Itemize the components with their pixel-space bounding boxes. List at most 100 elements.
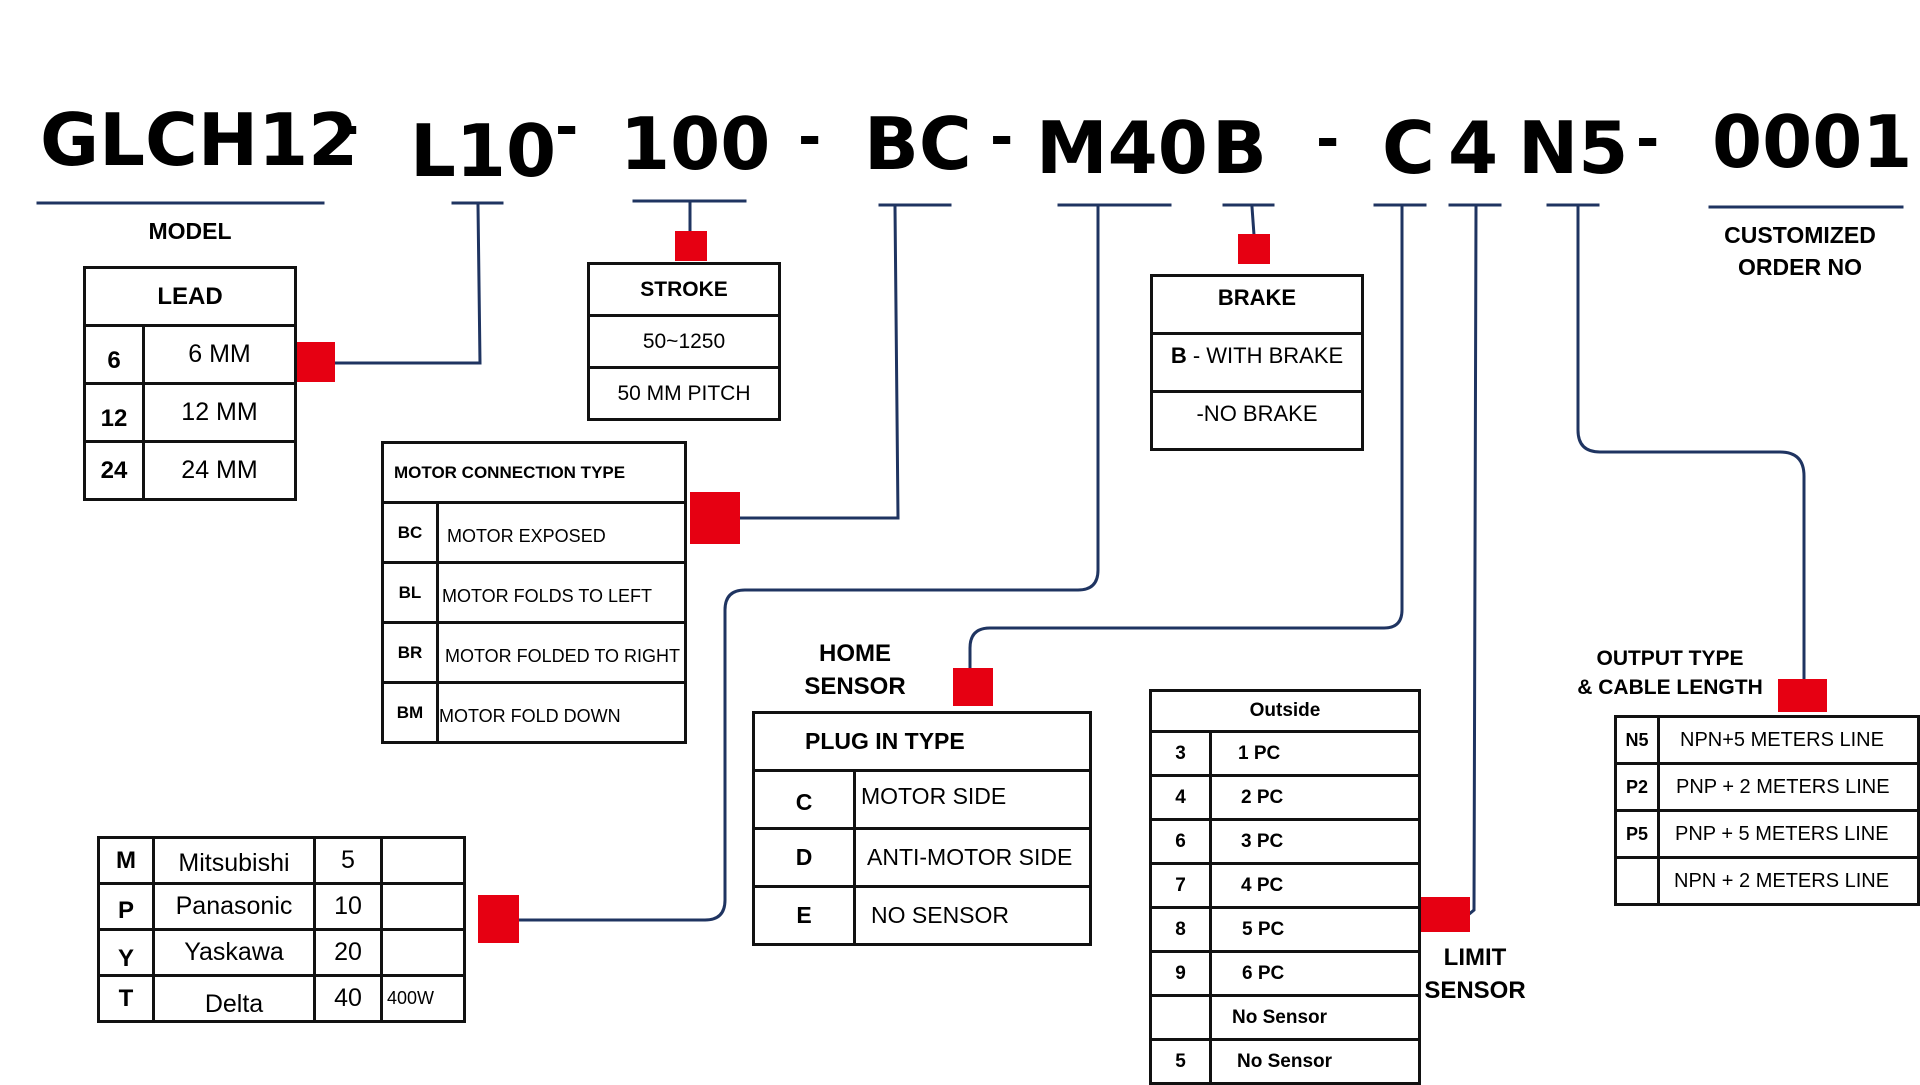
- plug-code: C: [752, 769, 856, 830]
- home-sensor-label: HOME: [819, 640, 891, 667]
- output-type-label: OUTPUT TYPE: [1596, 647, 1744, 670]
- table-row: D ANTI-MOTOR SIDE: [752, 827, 1092, 888]
- brand-code: Y: [97, 928, 155, 977]
- limit-sensor-title: Outside: [1149, 689, 1421, 733]
- limit-value: 4 PC: [1209, 862, 1421, 909]
- brake-with-text: - WITH BRAKE: [1186, 342, 1344, 368]
- brake-without: -NO BRAKE: [1150, 390, 1364, 451]
- table-row: P Panasonic 10: [97, 882, 466, 931]
- table-row: Y Yaskawa 20: [97, 928, 466, 977]
- lead-code: L10: [410, 109, 557, 193]
- motor-connection-title: MOTOR CONNECTION TYPE: [381, 441, 687, 504]
- table-row: 9 6 PC: [1149, 950, 1421, 997]
- limit-sensor-marker: [1420, 897, 1470, 932]
- output-type-table: N5 NPN+5 METERS LINE P2 PNP + 2 METERS L…: [1614, 715, 1920, 906]
- connection-value: MOTOR FOLD DOWN: [436, 681, 687, 744]
- limit-value: 5 PC: [1209, 906, 1421, 953]
- brake-table: BRAKE B - WITH BRAKE -NO BRAKE: [1150, 274, 1364, 451]
- home-sensor-code: C: [1382, 106, 1435, 190]
- customized-label: CUSTOMIZED: [1724, 222, 1876, 248]
- output-value: NPN + 2 METERS LINE: [1657, 856, 1920, 906]
- lead-code: 24: [83, 440, 145, 501]
- limit-value: No Sensor: [1209, 994, 1421, 1041]
- connection-code: BC: [864, 102, 972, 186]
- limit-code: 7: [1149, 862, 1212, 909]
- limit-code: 3: [1149, 730, 1212, 777]
- lead-value: 12 MM: [142, 382, 297, 443]
- brake-title: BRAKE: [1150, 274, 1364, 335]
- motor-brand-table: M Mitsubishi 5 P Panasonic 10 Y Yaskawa …: [97, 836, 466, 1023]
- plug-value: MOTOR SIDE: [853, 769, 1092, 830]
- connection-code: BL: [381, 561, 439, 624]
- motor-code: M40: [1036, 106, 1208, 190]
- lead-code: 12: [83, 382, 145, 443]
- limit-sensor-label: LIMIT: [1443, 944, 1507, 971]
- home-sensor-marker: [953, 668, 993, 706]
- limit-code: 9: [1149, 950, 1212, 997]
- brand-power: [380, 928, 466, 977]
- brake-with: B - WITH BRAKE: [1150, 332, 1364, 393]
- table-row: 7 4 PC: [1149, 862, 1421, 909]
- plug-code: D: [752, 827, 856, 888]
- limit-code: 6: [1149, 818, 1212, 865]
- limit-code: 8: [1149, 906, 1212, 953]
- home-sensor-wire: [968, 205, 1404, 672]
- separator: -: [336, 95, 360, 160]
- plug-in-title: PLUG IN TYPE: [752, 711, 1092, 772]
- table-row: 12 12 MM: [83, 382, 297, 443]
- motor-wire: [516, 205, 1100, 922]
- limit-sensor-wire: [1465, 205, 1478, 918]
- brand-size: 5: [313, 836, 383, 885]
- brand-code: M: [97, 836, 155, 885]
- lead-wire: [332, 203, 482, 365]
- separator: -: [1316, 107, 1340, 172]
- stroke-marker: [675, 231, 707, 261]
- lead-marker: [297, 342, 335, 382]
- table-row: 3 1 PC: [1149, 730, 1421, 777]
- brand-code: P: [97, 882, 155, 931]
- order-no-label: ORDER NO: [1738, 254, 1862, 280]
- connection-value: MOTOR FOLDS TO LEFT: [436, 561, 687, 624]
- connection-wire: [738, 205, 900, 520]
- table-row: 4 2 PC: [1149, 774, 1421, 821]
- table-row: P2 PNP + 2 METERS LINE: [1614, 762, 1920, 812]
- output-wire: [1576, 205, 1806, 682]
- home-sensor-label-2: SENSOR: [804, 673, 906, 700]
- limit-code: 4: [1149, 774, 1212, 821]
- table-row: N5 NPN+5 METERS LINE: [1614, 715, 1920, 765]
- table-row: 6 3 PC: [1149, 818, 1421, 865]
- lead-table: LEAD 6 6 MM 12 12 MM 24 24 MM: [83, 266, 297, 501]
- model-label: MODEL: [148, 218, 232, 244]
- stroke-code: 100: [620, 102, 771, 186]
- output-code: N5: [1614, 715, 1660, 765]
- limit-value: 1 PC: [1209, 730, 1421, 777]
- brand-size: 10: [313, 882, 383, 931]
- table-row: 24 24 MM: [83, 440, 297, 501]
- motor-connection-table: MOTOR CONNECTION TYPE BC MOTOR EXPOSED B…: [381, 441, 687, 744]
- brake-wire: [1250, 205, 1256, 237]
- output-type-label-2: & CABLE LENGTH: [1577, 676, 1763, 699]
- limit-code: 5: [1149, 1038, 1212, 1085]
- lead-title: LEAD: [83, 266, 297, 327]
- connection-value: MOTOR EXPOSED: [436, 501, 687, 564]
- lead-value: 24 MM: [142, 440, 297, 501]
- table-row: BC MOTOR EXPOSED: [381, 501, 687, 564]
- brand-power: [380, 836, 466, 885]
- brand-name: Yaskawa: [152, 928, 316, 977]
- table-row: T Delta 40 400W: [97, 974, 466, 1023]
- connection-code: BR: [381, 621, 439, 684]
- limit-value: 3 PC: [1209, 818, 1421, 865]
- model-code: GLCH12: [40, 98, 359, 182]
- brand-power: [380, 882, 466, 931]
- plug-in-table: PLUG IN TYPE C MOTOR SIDE D ANTI-MOTOR S…: [752, 711, 1092, 946]
- output-code: [1614, 856, 1660, 906]
- brand-name: Delta: [152, 974, 316, 1023]
- table-row: C MOTOR SIDE: [752, 769, 1092, 830]
- brand-code: T: [97, 974, 155, 1023]
- table-row: 5 No Sensor: [1149, 1038, 1421, 1085]
- connection-code: BC: [381, 501, 439, 564]
- limit-value: 6 PC: [1209, 950, 1421, 997]
- separator: -: [555, 95, 579, 160]
- connection-code: BM: [381, 681, 439, 744]
